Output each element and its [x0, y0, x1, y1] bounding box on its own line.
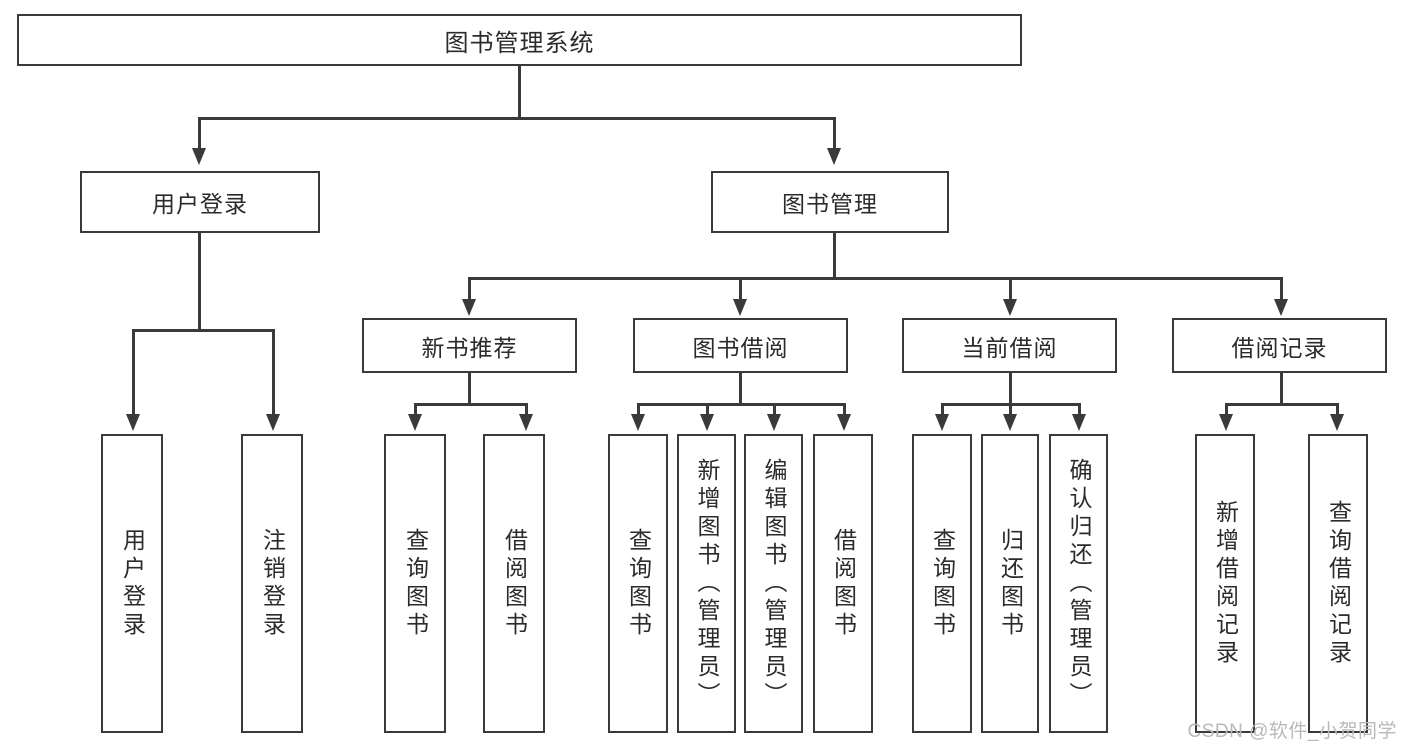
- leaf-user-login[interactable]: 用户登录: [101, 434, 163, 733]
- leaf-label: 归还图书: [997, 527, 1024, 640]
- leaf-query-book-borrow[interactable]: 查询图书: [608, 434, 668, 733]
- node-root-book-management-system[interactable]: 图书管理系统: [17, 14, 1022, 66]
- arrow-root-to-book-manage: [827, 148, 841, 165]
- leaf-add-book-admin[interactable]: 新增图书（管理员）: [677, 434, 736, 733]
- connector-br-stem: [1280, 373, 1283, 405]
- arrow-root-to-user-login: [192, 148, 206, 165]
- arrow-to-leaf-user-login: [126, 414, 140, 431]
- connector-bm-drop-3: [1009, 277, 1012, 302]
- arrow-to-leaf-query-book-1: [408, 414, 422, 431]
- connector-bb-drop-3: [773, 403, 776, 417]
- arrow-to-leaf-query-book-3: [935, 414, 949, 431]
- leaf-edit-book-admin[interactable]: 编辑图书（管理员）: [744, 434, 803, 733]
- connector-bb-drop-2: [706, 403, 709, 417]
- arrow-to-leaf-borrow-book-2: [837, 414, 851, 431]
- connector-bm-drop-2: [739, 277, 742, 302]
- leaf-label: 查询图书: [625, 527, 652, 640]
- arrow-to-leaf-user-logout: [266, 414, 280, 431]
- leaf-label: 注销登录: [259, 527, 286, 640]
- arrow-to-leaf-confirm-return: [1072, 414, 1086, 431]
- connector-br-drop-2: [1336, 403, 1339, 417]
- arrow-to-leaf-return-book: [1003, 414, 1017, 431]
- connector-user-login-bus: [132, 329, 274, 332]
- arrow-to-leaf-add-book: [700, 414, 714, 431]
- leaf-return-book[interactable]: 归还图书: [981, 434, 1039, 733]
- connector-user-login-drop-1: [132, 329, 135, 417]
- connector-bb-bus: [637, 403, 845, 406]
- connector-cb-drop-1: [941, 403, 944, 417]
- leaf-add-borrow-record[interactable]: 新增借阅记录: [1195, 434, 1255, 733]
- leaf-borrow-book-recommendation[interactable]: 借阅图书: [483, 434, 545, 733]
- arrow-to-leaf-query-record: [1330, 414, 1344, 431]
- node-new-book-recommendation[interactable]: 新书推荐: [362, 318, 577, 373]
- arrow-to-leaf-query-book-2: [631, 414, 645, 431]
- connector-bb-drop-1: [637, 403, 640, 417]
- leaf-label: 查询图书: [929, 527, 956, 640]
- leaf-query-borrow-record[interactable]: 查询借阅记录: [1308, 434, 1368, 733]
- leaf-label: 编辑图书（管理员）: [761, 457, 787, 710]
- connector-user-login-stem: [198, 233, 201, 331]
- node-borrow-record[interactable]: 借阅记录: [1172, 318, 1387, 373]
- node-label: 图书管理系统: [444, 29, 595, 57]
- arrow-to-book-borrow: [733, 299, 747, 316]
- node-book-borrow[interactable]: 图书借阅: [633, 318, 848, 373]
- connector-cb-stem: [1009, 373, 1012, 405]
- arrow-to-leaf-add-record: [1219, 414, 1233, 431]
- node-label: 图书借阅: [692, 334, 789, 361]
- node-label: 用户登录: [152, 191, 248, 217]
- arrow-to-current-borrow: [1003, 299, 1017, 316]
- leaf-label: 查询借阅记录: [1325, 499, 1352, 668]
- leaf-label: 新增借阅记录: [1212, 499, 1239, 668]
- connector-root-to-user-login: [198, 117, 201, 151]
- connector-bm-drop-1: [468, 277, 471, 302]
- leaf-user-logout[interactable]: 注销登录: [241, 434, 303, 733]
- connector-root-to-book-manage: [833, 117, 836, 151]
- connector-bb-stem: [739, 373, 742, 405]
- connector-root-bus: [198, 117, 835, 120]
- connector-nbr-bus: [414, 403, 528, 406]
- node-label: 图书管理: [782, 191, 878, 217]
- leaf-label: 借阅图书: [830, 527, 857, 640]
- connector-br-drop-1: [1225, 403, 1228, 417]
- connector-nbr-drop-1: [414, 403, 417, 417]
- connector-nbr-stem: [468, 373, 471, 405]
- leaf-label: 确认归还（管理员）: [1066, 457, 1092, 710]
- node-label: 新书推荐: [421, 334, 518, 361]
- arrow-to-borrow-record: [1274, 299, 1288, 316]
- node-label: 当前借阅: [961, 334, 1058, 361]
- connector-nbr-drop-2: [525, 403, 528, 417]
- connector-cb-drop-2: [1009, 403, 1012, 417]
- connector-root-stem: [518, 66, 521, 118]
- connector-cb-drop-3: [1078, 403, 1081, 417]
- connector-book-manage-stem: [833, 233, 836, 279]
- leaf-confirm-return-admin[interactable]: 确认归还（管理员）: [1049, 434, 1108, 733]
- connector-bb-drop-4: [843, 403, 846, 417]
- leaf-query-book-recommendation[interactable]: 查询图书: [384, 434, 446, 733]
- leaf-borrow-book-borrow[interactable]: 借阅图书: [813, 434, 873, 733]
- leaf-query-book-current[interactable]: 查询图书: [912, 434, 972, 733]
- leaf-label: 用户登录: [119, 527, 146, 640]
- leaf-label: 查询图书: [402, 527, 429, 640]
- connector-user-login-drop-2: [272, 329, 275, 417]
- connector-book-manage-bus: [468, 277, 1280, 280]
- node-user-login[interactable]: 用户登录: [80, 171, 320, 233]
- leaf-label: 新增图书（管理员）: [694, 457, 720, 710]
- connector-br-bus: [1225, 403, 1339, 406]
- connector-bm-drop-4: [1280, 277, 1283, 302]
- arrow-to-new-book-rec: [462, 299, 476, 316]
- node-book-management[interactable]: 图书管理: [711, 171, 949, 233]
- node-label: 借阅记录: [1231, 334, 1328, 361]
- arrow-to-leaf-edit-book: [767, 414, 781, 431]
- arrow-to-leaf-borrow-book-1: [519, 414, 533, 431]
- leaf-label: 借阅图书: [501, 527, 528, 640]
- node-current-borrow[interactable]: 当前借阅: [902, 318, 1117, 373]
